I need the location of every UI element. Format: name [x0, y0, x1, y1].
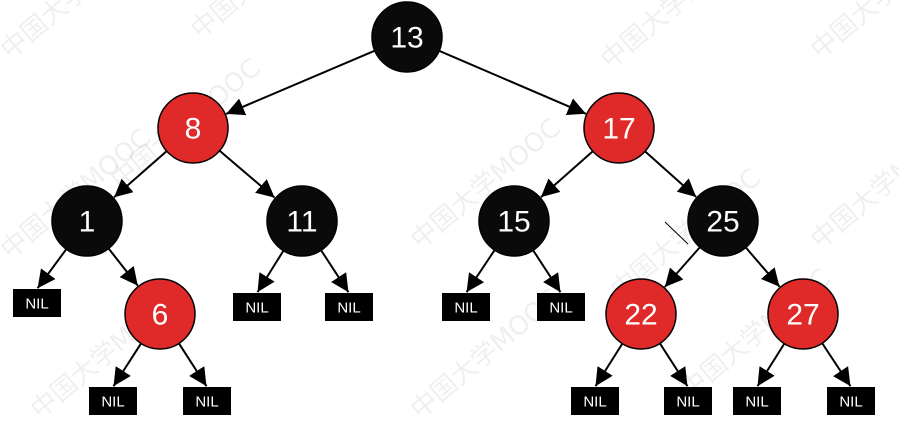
edge-n25-n22 — [664, 246, 701, 288]
edge-n1-nil1 — [36, 248, 68, 289]
watermark-text: 中国大学MOOC — [595, 0, 756, 75]
tree-node-8: 8 — [157, 92, 229, 164]
nil-label: NIL — [245, 300, 268, 317]
tree-node-15: 15 — [478, 185, 550, 257]
black-node-circle — [51, 185, 123, 257]
nil-leaf: NIL — [89, 387, 137, 415]
watermark-text: 中国大学MOOC — [0, 0, 157, 65]
nil-label: NIL — [745, 394, 768, 411]
edge-n13-n17 — [438, 49, 587, 115]
nil-box — [89, 387, 137, 415]
nil-leaf: NIL — [13, 289, 61, 317]
nil-label: NIL — [25, 296, 48, 313]
nil-label: NIL — [549, 300, 572, 317]
edge-n11-nil2 — [256, 250, 285, 293]
edge-n22-nil8 — [594, 343, 624, 387]
node-value-label: 8 — [185, 113, 202, 146]
node-value-label: 22 — [624, 299, 657, 332]
edge-n17-n15 — [540, 150, 594, 198]
black-node-circle — [478, 185, 550, 257]
nil-label: NIL — [676, 394, 699, 411]
node-value-label: 25 — [706, 206, 739, 239]
tree-node-11: 11 — [266, 185, 338, 257]
nil-leaf: NIL — [664, 387, 712, 415]
red-node-circle — [157, 92, 229, 164]
red-node-circle — [124, 278, 196, 350]
red-node-circle — [583, 92, 655, 164]
watermark-text: 中国大学MOOC — [805, 0, 899, 65]
nil-box — [442, 293, 490, 321]
edge-n15-nil5 — [532, 249, 562, 293]
nil-leaf: NIL — [325, 293, 373, 321]
stray-mark — [664, 221, 689, 245]
node-value-label: 1 — [79, 206, 96, 239]
tree-node-27: 27 — [767, 278, 839, 350]
black-node-circle — [687, 185, 759, 257]
nil-box — [233, 293, 281, 321]
edge-n8-n1 — [113, 150, 168, 199]
nil-leaf: NIL — [571, 387, 619, 415]
edge-n6-nil6 — [112, 342, 142, 387]
nil-label: NIL — [101, 394, 124, 411]
black-node-circle — [266, 185, 338, 257]
red-node-circle — [767, 278, 839, 350]
node-value-label: 15 — [497, 206, 530, 239]
edge-n27-nil11 — [821, 342, 852, 387]
nil-box — [827, 387, 875, 415]
red-node-circle — [605, 278, 677, 350]
tree-node-22: 22 — [605, 278, 677, 350]
nil-label: NIL — [195, 394, 218, 411]
tree-node-6: 6 — [124, 278, 196, 350]
edge-n8-n11 — [218, 149, 276, 199]
nil-box — [664, 387, 712, 415]
black-node-circle — [371, 1, 443, 73]
nil-leaf: NIL — [183, 387, 231, 415]
node-value-label: 6 — [152, 299, 169, 332]
nil-label: NIL — [454, 300, 477, 317]
nil-label: NIL — [583, 394, 606, 411]
edge-n6-nil7 — [178, 342, 208, 387]
tree-node-25: 25 — [687, 185, 759, 257]
node-value-label: 17 — [602, 113, 635, 146]
nil-box — [325, 293, 373, 321]
nil-leaf: NIL — [442, 293, 490, 321]
watermark-text: 中国大学MOOC — [805, 113, 899, 255]
nil-label: NIL — [337, 300, 360, 317]
nil-box — [571, 387, 619, 415]
nil-leaf: NIL — [733, 387, 781, 415]
edge-n25-n27 — [745, 246, 781, 288]
edge-n22-nil9 — [659, 342, 689, 387]
nil-leaf: NIL — [827, 387, 875, 415]
edge-n13-n8 — [225, 49, 376, 116]
node-value-label: 27 — [786, 299, 819, 332]
nil-box — [183, 387, 231, 415]
edge-n15-nil4 — [465, 249, 496, 293]
node-value-label: 13 — [390, 22, 423, 55]
tree-node-13: 13 — [371, 1, 443, 73]
edges-layer — [36, 49, 852, 387]
nil-box — [733, 387, 781, 415]
watermark-text: 中国大学MOOC — [185, 0, 346, 45]
node-value-label: 11 — [286, 206, 317, 239]
nil-box — [537, 293, 585, 321]
nil-box — [13, 289, 61, 317]
nil-label: NIL — [839, 394, 862, 411]
edge-n27-nil10 — [756, 343, 786, 387]
edge-n11-nil3 — [320, 249, 350, 293]
tree-node-17: 17 — [583, 92, 655, 164]
edge-n1-n6 — [107, 247, 139, 287]
nil-leaf: NIL — [537, 293, 585, 321]
nils-layer: NIL NIL NIL NIL NIL NIL NIL NIL NIL NIL NIL — [13, 289, 875, 415]
tree-node-1: 1 — [51, 185, 123, 257]
edge-n17-n25 — [644, 150, 697, 198]
nil-leaf: NIL — [233, 293, 281, 321]
